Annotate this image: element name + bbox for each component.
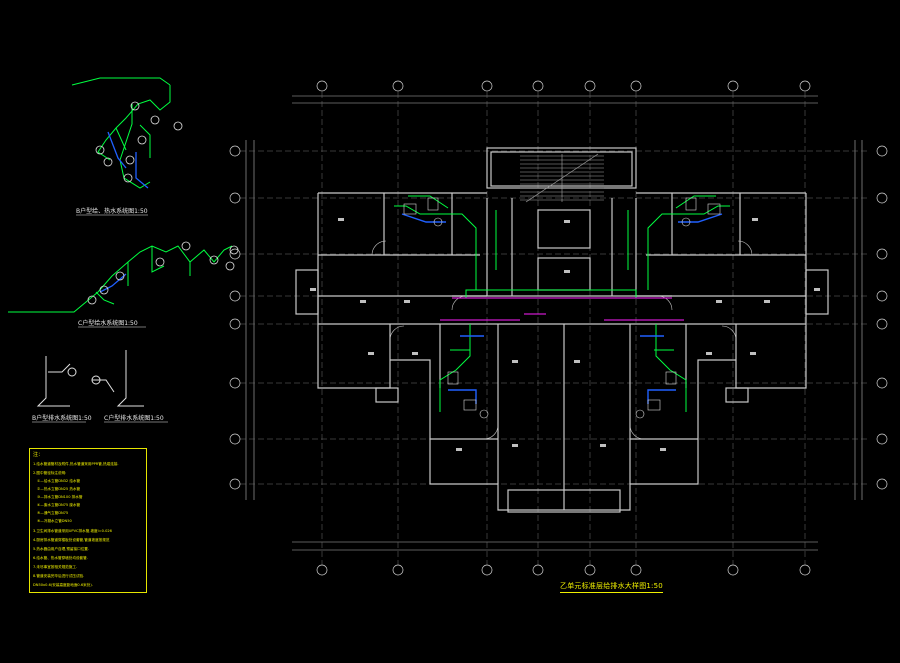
notes-line: ④—废水立管DN75 废水管 (37, 502, 81, 507)
notes-line: 7.未尽事宜按相关规范施工. (33, 564, 77, 569)
system-diagram-4 (91, 350, 144, 407)
axis-bubbles-bottom (316, 564, 811, 576)
system-diagram-3 (36, 356, 77, 407)
door-swings (371, 240, 753, 440)
diagram4-caption: C户型排水系统图1:50 (104, 414, 164, 422)
design-notes-box: 注： 1.给水管道管材及附件,热水管道采用PPR管,热熔连接. 2.图中管径标注… (29, 448, 147, 593)
notes-text: 注： 1.给水管道管材及附件,热水管道采用PPR管,热熔连接. 2.图中管径标注… (33, 451, 119, 587)
notes-line: 2.图中管径标注说明: (33, 470, 66, 475)
notes-line: 6.给水管、热水管穿墙处均设套管. (33, 555, 88, 560)
notes-line: 4.厨房排水管道穿楼板处设套管,管道坡度按规范 (33, 537, 110, 542)
notes-line: 5.热水器由用户自理,预留接口位置. (33, 546, 89, 551)
notes-line: ①—给水立管DN32 给水管 (37, 478, 81, 483)
sheet-title: 乙单元标准层给排水大样图1:50 (560, 581, 663, 593)
notes-line: 3.卫生间排水管道采用UPVC排水管,坡度i=0.026 (33, 528, 113, 533)
system-diagram-2-drain (99, 273, 127, 293)
diagram1-caption: B户型给、热水系统图1:50 (76, 207, 148, 215)
hot-water-pipes (440, 297, 684, 321)
system-diagram-1-bubbles (95, 101, 183, 183)
notes-line: ⑤—通气立管DN75 (37, 510, 68, 515)
diagram3-caption: B户型排水系统图1:50 (32, 414, 92, 422)
axis-bubbles-left (229, 145, 241, 490)
floor-plan-walls (295, 147, 829, 513)
axis-bubbles-top (316, 80, 811, 92)
notes-line: 8.管道安装完毕后进行试压试验. (33, 573, 84, 578)
notes-line: ③—排水立管DN100 排水管 (37, 494, 83, 499)
diagram2-caption: C户型给水系统图1:50 (78, 319, 138, 327)
axis-bubbles-right (876, 145, 888, 490)
dimension-lines (245, 95, 863, 551)
stair-treads (520, 153, 604, 203)
notes-line: ⑥—冷凝水立管DN50 (37, 518, 73, 523)
drain-pipes (401, 213, 723, 404)
fixtures (403, 197, 721, 419)
system-diagram-1-drain (107, 131, 149, 189)
room-tags (310, 218, 820, 451)
notes-line: 1.给水管道管材及附件,热水管道采用PPR管,热熔连接. (33, 461, 119, 466)
notes-line: DN50x0.6(安装高度距地面0.6米处). (33, 582, 93, 587)
notes-heading: 注： (33, 451, 43, 458)
notes-line: ②—热水立管DN25 热水管 (37, 486, 81, 491)
